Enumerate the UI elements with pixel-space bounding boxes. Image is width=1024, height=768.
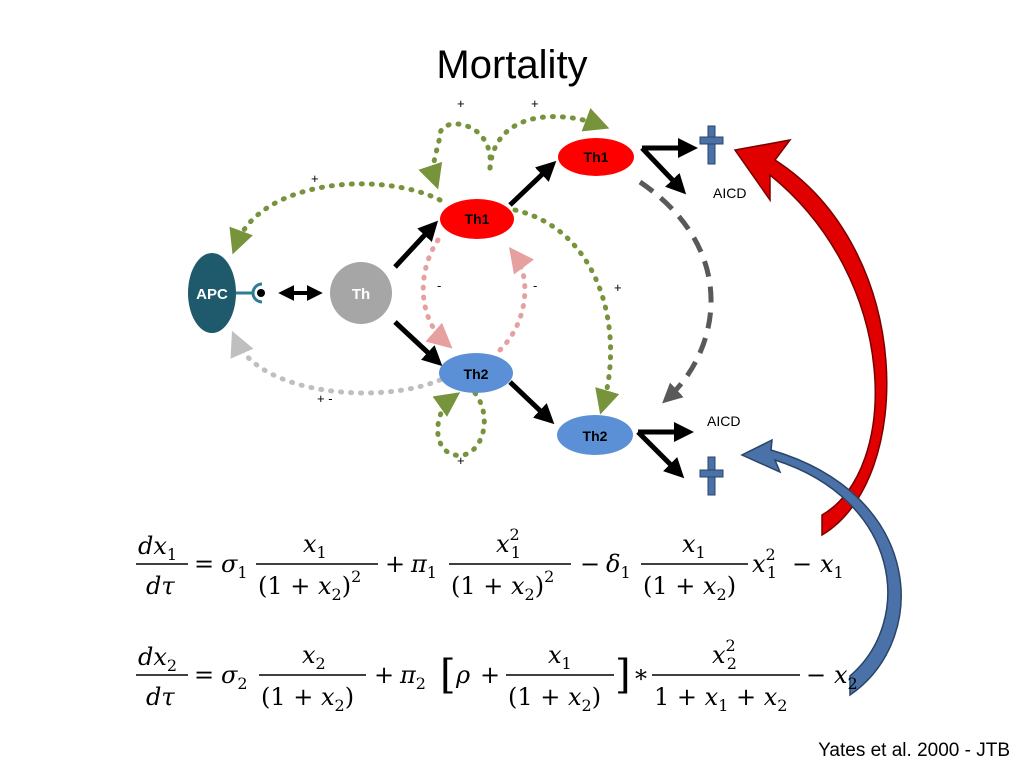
svg-text:dx1: dx1: [138, 532, 177, 564]
feedback-th1-to-apc: [229, 181, 443, 255]
feedback-th1-to-th1: [487, 108, 610, 171]
arrow-th-to-th2: [393, 320, 443, 367]
sign-plus-bottom: +: [457, 453, 465, 468]
svg-text:σ1: σ1: [221, 550, 248, 582]
receptor-icon: [236, 282, 265, 304]
svg-text:1 + x1 + x2: 1 + x1 + x2: [654, 683, 787, 715]
node-th2-second-label: Th2: [583, 428, 608, 444]
sign-plus-right: +: [614, 280, 622, 295]
svg-text:x21: x21: [752, 545, 777, 582]
svg-text:x1: x1: [548, 641, 572, 673]
svg-text:−: −: [806, 661, 826, 689]
equation-2: dx2 dτ = σ2 x2 (1 + x2) + π2 [ ρ + x1 (1…: [136, 636, 858, 715]
death-cross-icon-top: [699, 125, 724, 165]
node-th2-first: [439, 353, 513, 393]
node-th: [330, 262, 392, 324]
node-th1-first-label: Th1: [465, 211, 490, 227]
svg-text:π1: π1: [410, 550, 437, 582]
svg-text:=: =: [194, 661, 214, 689]
svg-text:*: *: [635, 665, 647, 693]
svg-text:dτ: dτ: [146, 683, 175, 711]
feedback-th2-self: [432, 390, 487, 458]
blue-curved-arrow: [740, 438, 902, 697]
feedback-th1-self-left: [418, 121, 493, 190]
arrow-th2-branch-death: [636, 430, 685, 479]
death-cross-icon-bottom: [699, 456, 724, 496]
sign-plus-top-left: +: [457, 96, 465, 111]
svg-text:x1: x1: [303, 530, 327, 562]
svg-text:x1: x1: [820, 550, 844, 582]
node-apc: [188, 253, 236, 333]
feedback-th1-to-th2: [512, 207, 620, 415]
inhibit-th1-to-th2: [420, 237, 453, 349]
svg-text:[: [: [440, 652, 456, 698]
label-aicd-bottom: AICD: [707, 413, 740, 429]
arrow-th2-to-th2: [508, 380, 555, 425]
node-th1-second-label: Th1: [584, 149, 609, 165]
sign-plus-apc: +: [311, 171, 319, 186]
svg-text:=: =: [194, 550, 214, 578]
svg-text:(1 + x2)2: (1 + x2)2: [258, 567, 361, 604]
node-th2-second: [557, 415, 633, 455]
citation: Yates et al. 2000 - JTB: [818, 740, 1010, 761]
svg-text:]: ]: [615, 652, 631, 698]
sign-plus-minus-bottom: + -: [317, 391, 333, 406]
arrow-th-to-th1: [393, 220, 439, 269]
svg-text:−: −: [580, 550, 600, 578]
sign-minus-right: -: [533, 278, 537, 293]
svg-text:δ1: δ1: [606, 550, 631, 582]
svg-text:(1 + x2): (1 + x2): [643, 572, 736, 604]
svg-text:−: −: [792, 550, 812, 578]
node-th1-first: [440, 199, 514, 239]
svg-text:x21: x21: [496, 525, 521, 562]
node-th2-first-label: Th2: [464, 366, 489, 382]
svg-text:+: +: [385, 550, 405, 578]
svg-text:x2: x2: [834, 661, 858, 693]
inhibit-th2-to-th1: [497, 246, 534, 353]
svg-text:dx2: dx2: [138, 643, 177, 675]
label-aicd-top: AICD: [713, 185, 746, 201]
feedback-th2-to-apc: [230, 330, 443, 396]
node-th-label: Th: [352, 286, 370, 303]
svg-text:+: +: [480, 661, 500, 689]
svg-text:+: +: [374, 661, 394, 689]
svg-text:dτ: dτ: [146, 572, 175, 600]
sign-minus-left: -: [437, 278, 441, 293]
dashed-th1-to-th2: [638, 179, 714, 404]
svg-text:ρ: ρ: [455, 661, 470, 689]
svg-text:(1 + x2)2: (1 + x2)2: [451, 567, 554, 604]
svg-text:(1 + x2): (1 + x2): [508, 683, 601, 715]
svg-text:σ2: σ2: [221, 661, 248, 693]
svg-text:(1 + x2): (1 + x2): [261, 683, 354, 715]
svg-text:x2: x2: [302, 641, 326, 673]
slide-title: Mortality: [436, 43, 587, 87]
svg-text:x1: x1: [682, 530, 706, 562]
node-apc-label: APC: [196, 286, 228, 303]
arrow-th1-branch-aicd: [640, 146, 687, 195]
red-curved-arrow: [733, 138, 888, 537]
svg-text:π2: π2: [399, 661, 426, 693]
sign-plus-top-right: +: [531, 96, 539, 111]
svg-text:x22: x22: [712, 636, 737, 673]
node-th1-second: [558, 138, 634, 176]
arrow-th1-to-th1: [508, 160, 557, 207]
